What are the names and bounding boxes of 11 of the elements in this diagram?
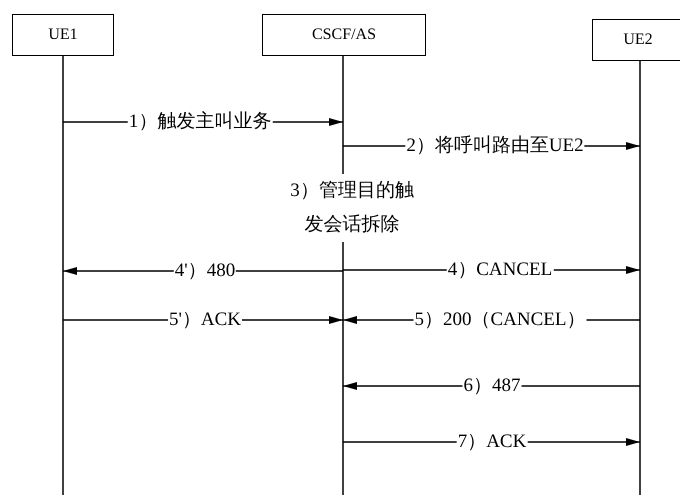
participant-box: CSCF/AS bbox=[262, 14, 426, 56]
participant-box: UE1 bbox=[12, 14, 114, 56]
edge-label: 4）CANCEL bbox=[446, 259, 554, 281]
edge-label: 1）触发主叫业务 bbox=[128, 111, 272, 133]
edge-label: 6）487 bbox=[462, 375, 522, 397]
edge-label: 5'）ACK bbox=[168, 309, 242, 331]
edge-label: 5）200（CANCEL） bbox=[414, 309, 586, 331]
edge-label: 7）ACK bbox=[456, 431, 528, 453]
edge-label: 2）将呼叫路由至UE2 bbox=[405, 135, 585, 157]
edge-label: 4'）480 bbox=[174, 260, 236, 282]
participant-box: UE2 bbox=[592, 19, 680, 61]
